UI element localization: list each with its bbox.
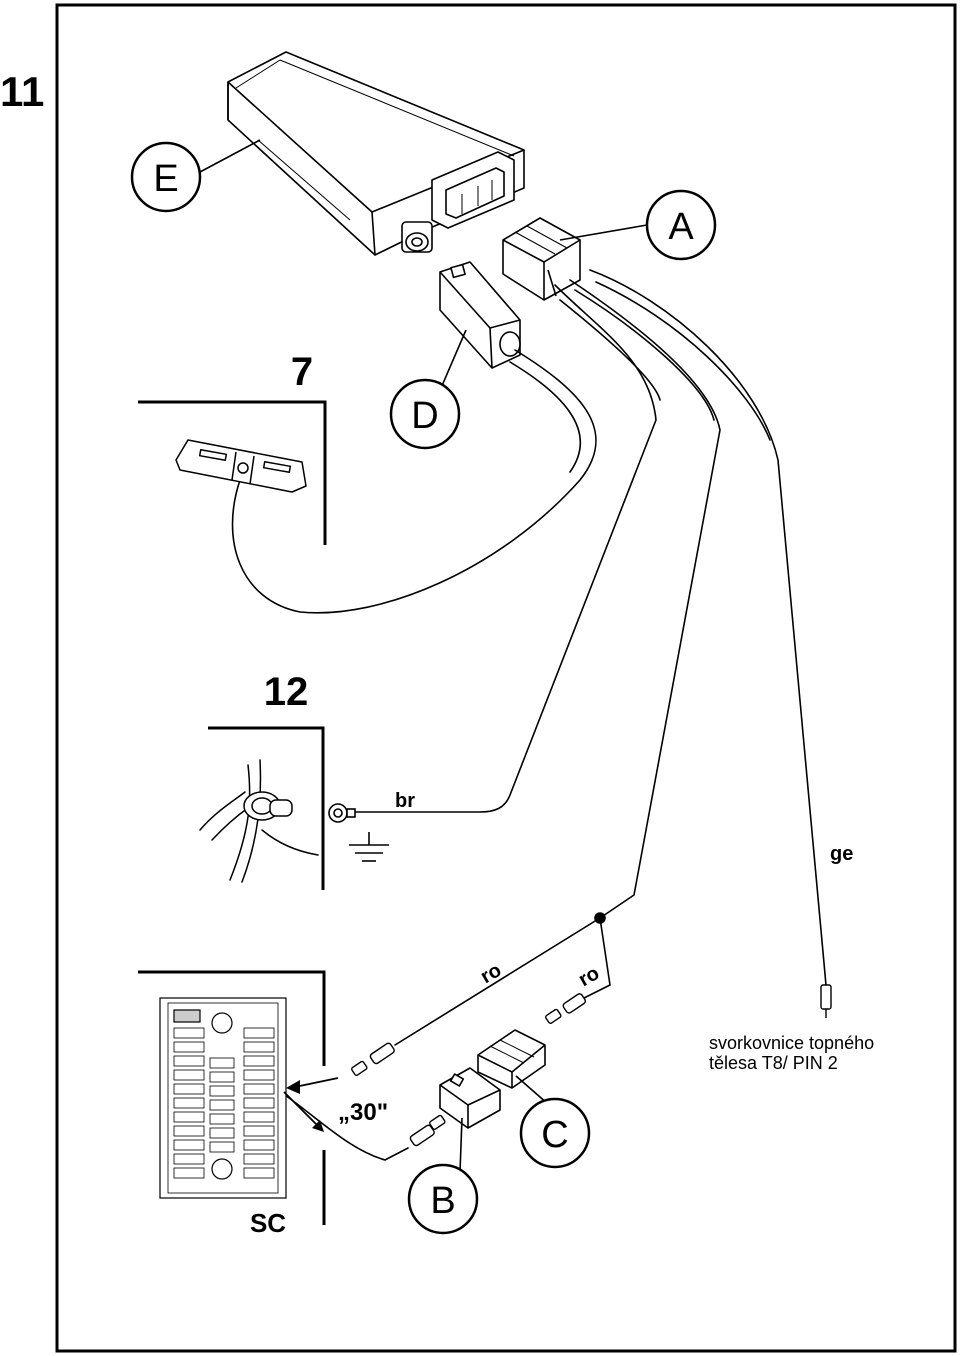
control-module [227,51,525,256]
fuse-slot [173,1097,205,1109]
callout-d: D [389,378,461,450]
fuse-slot [243,1125,275,1137]
connector-b [439,1067,501,1129]
fuse-slot [209,1071,235,1083]
fuse-slot [173,1111,205,1123]
connector-d [439,261,521,369]
red-wire-terminals [351,993,587,1076]
inset-7-label: 7 [291,350,313,394]
callout-e: E [130,141,202,213]
fuse-slot [209,1113,235,1125]
fuse-slot [173,1167,205,1179]
callout-c-label: C [541,1114,568,1156]
connector-a [502,217,581,301]
b-wire [284,1094,409,1161]
fuse-box-label: SC [250,1208,286,1238]
fuse-slot [243,1153,275,1165]
fuse-slot [243,1111,275,1123]
callout-a-label: A [668,206,694,248]
callout-b: B [407,1163,479,1235]
fuse-grid [173,1027,275,1179]
fuse-slot [209,1127,235,1139]
fuse-slot [243,1167,275,1179]
fuse-slot [243,1083,275,1095]
connector-c [477,1029,546,1089]
fuse-slot [173,1055,205,1067]
callout-d-label: D [411,395,438,437]
ground-symbol [349,832,389,862]
terminal-note-line-2: tělesa T8/ PIN 2 [709,1053,838,1073]
fuse-slot [173,1083,205,1095]
wire-label-ro-2: ro [575,962,603,991]
fuse-terminal-label: „30" [338,1099,388,1126]
callout-e-label: E [153,158,178,200]
fuse-slot [209,1085,235,1097]
fuse-slot [243,1097,275,1109]
inset-12-label: 12 [264,670,309,714]
b-terminal [409,1114,446,1147]
red-wires [394,912,611,1046]
figure-frame [55,3,957,1353]
fuse-slot [173,1027,205,1039]
terminal-note-line-1: svorkovnice topného [709,1033,874,1053]
fuse-slot [209,1141,235,1153]
fuse-slot [209,1057,235,1069]
fuse-slot [173,1125,205,1137]
inset-ground-point: 12 [199,670,325,890]
fuse-slot [173,1153,205,1165]
wire-label-ro-1: ro [477,959,505,988]
fuse-slot [209,1099,235,1111]
fuse-slot [173,1069,205,1081]
wire-label-ge: ge [830,843,853,865]
fuse-slot [243,1139,275,1151]
inset-battery-strap: 7 [138,350,327,545]
callout-a: A [645,189,717,261]
fuse-slot [243,1041,275,1053]
callout-b-label: B [430,1180,455,1222]
fuse-slot [243,1069,275,1081]
wire-label-br: br [395,790,415,812]
wire-harness [231,269,827,986]
ge-terminal [820,984,832,1018]
fuse-slot [173,1041,205,1053]
fuse-slot [243,1055,275,1067]
callout-c: C [519,1097,591,1169]
ground-eyelet [328,803,356,823]
fuse-slot [243,1027,275,1039]
page-number: 11 [0,68,44,115]
inset-fuse-box: SC [138,970,339,1238]
fuse-slot [173,1139,205,1151]
